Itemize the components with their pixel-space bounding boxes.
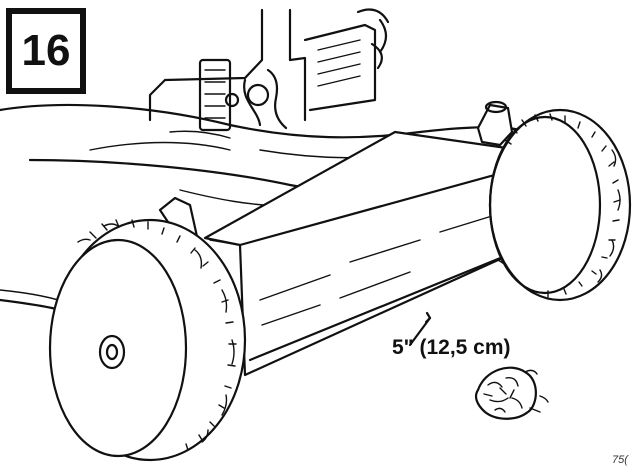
rear-right-wheel <box>488 108 632 302</box>
rear-left-wheel <box>48 218 247 462</box>
step-number-badge: 16 <box>6 8 86 94</box>
figure-code: 75( <box>612 454 628 466</box>
measurement-callout: 5" (12,5 cm) <box>392 336 511 359</box>
step-number: 16 <box>21 26 71 75</box>
engine <box>148 8 390 132</box>
grass-clump <box>474 366 549 420</box>
